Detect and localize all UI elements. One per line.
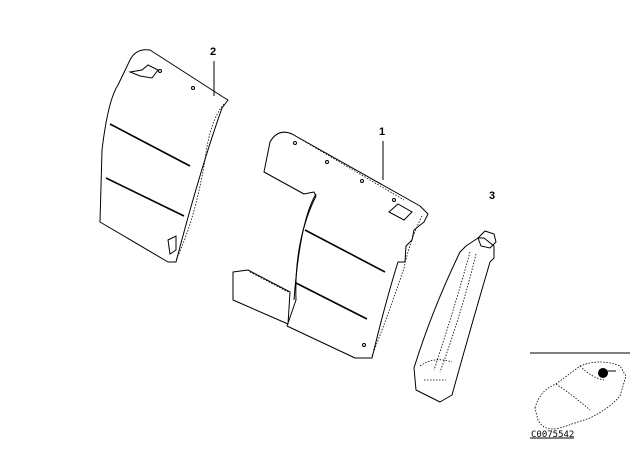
callout-3: 3 [489, 190, 496, 202]
part-1-backrest-cover[interactable] [232, 131, 429, 359]
callout-1: 1 [379, 126, 386, 138]
image-id-label: C0075542 [531, 430, 575, 440]
part-3-side-trim[interactable] [413, 230, 497, 403]
locator-inset [530, 352, 630, 439]
location-marker-icon [598, 368, 608, 378]
part-2-backrest-cover[interactable] [99, 49, 229, 263]
callout-2: 2 [210, 46, 217, 58]
